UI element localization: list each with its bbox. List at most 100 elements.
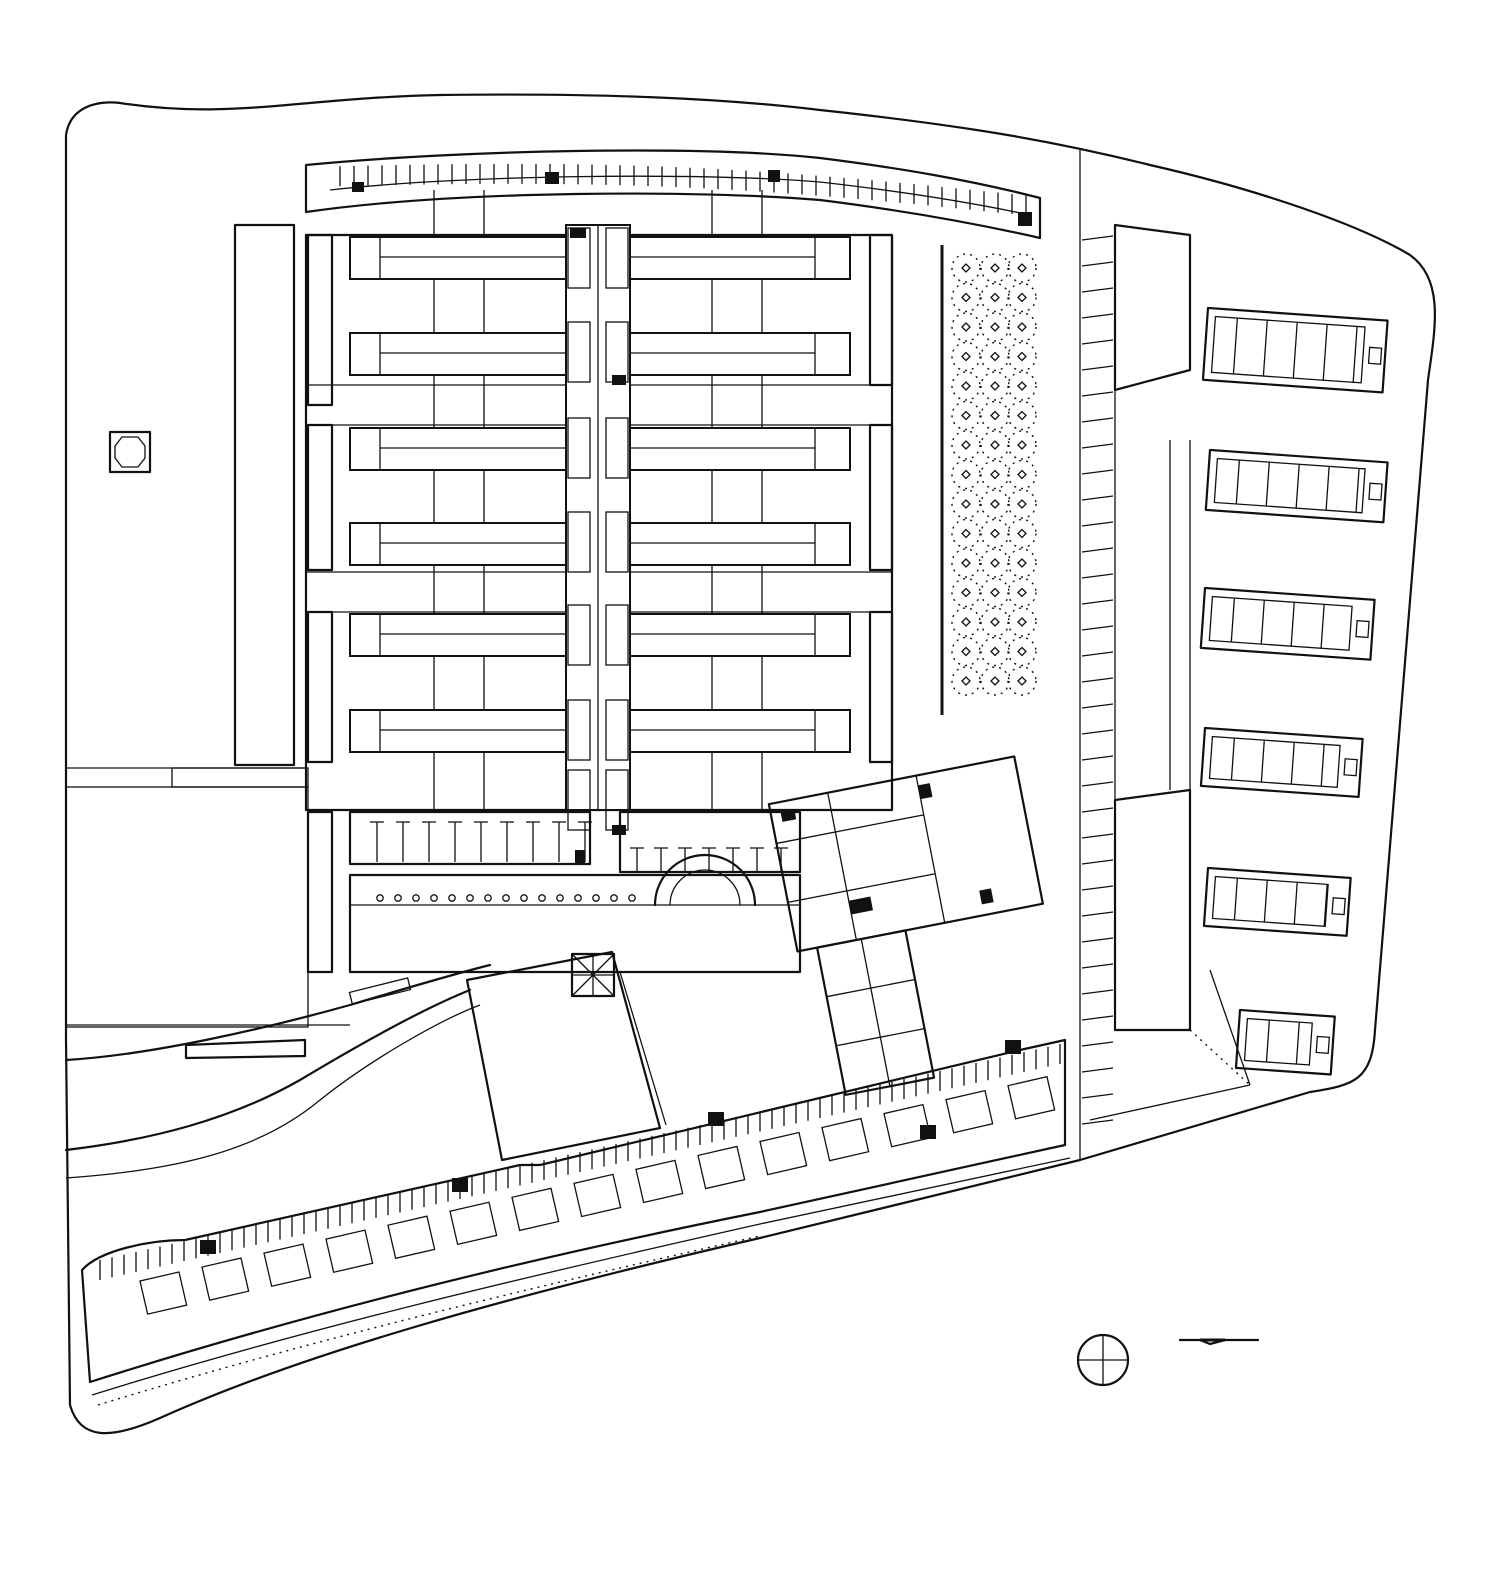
north-room-partitions (339, 163, 1027, 216)
room-partition (702, 847, 716, 872)
tree (951, 666, 981, 696)
tree (951, 341, 981, 372)
parking-stripe (1081, 599, 1114, 605)
main-wing-east (629, 427, 851, 471)
tree (1007, 459, 1037, 490)
tree (951, 607, 981, 637)
column (610, 894, 618, 902)
east-parking-stripes (1081, 235, 1114, 1125)
tree (951, 518, 981, 549)
tree (980, 341, 1010, 372)
parking-stripe (1081, 677, 1114, 683)
tree (1007, 341, 1037, 372)
east-wing (1204, 448, 1389, 524)
parking-stripe (1081, 443, 1114, 449)
column (628, 894, 636, 902)
tree (980, 312, 1010, 342)
parking-stripe (1081, 365, 1114, 371)
tree (951, 253, 981, 283)
parking-stripe (1081, 859, 1114, 865)
tree (951, 430, 981, 460)
parking-stripe (1081, 937, 1114, 943)
tree (951, 282, 981, 313)
tree (1007, 636, 1037, 667)
spine-core (567, 511, 591, 573)
room-partition (474, 821, 488, 862)
east-wing (1201, 306, 1389, 394)
column (412, 894, 420, 902)
parking-stripe (1081, 885, 1114, 891)
tilted-square-building (465, 950, 667, 1162)
tree (1007, 371, 1037, 401)
main-wing-west (349, 613, 567, 657)
column (592, 894, 600, 902)
main-wing-west (349, 332, 567, 376)
spine-core (605, 604, 629, 666)
main-wing-east (629, 522, 851, 566)
parking-stripe (1081, 391, 1114, 397)
parking-stripe (1081, 261, 1114, 267)
tree (1007, 282, 1037, 313)
spine-core (605, 699, 629, 761)
colonnade-columns (376, 894, 636, 902)
east-wing (1199, 586, 1376, 661)
room-partition (654, 847, 668, 872)
parking-stripe (1081, 573, 1114, 579)
tree (980, 371, 1010, 401)
tree (951, 636, 981, 667)
parking-stripe (1081, 339, 1114, 345)
west-connector (171, 767, 309, 788)
room-partition (750, 847, 764, 872)
tree (980, 518, 1010, 549)
apartment-unit (945, 1089, 994, 1134)
column (520, 894, 528, 902)
tree (980, 607, 1010, 637)
pavilion-octagon (114, 436, 146, 468)
tree (980, 430, 1010, 460)
column (484, 894, 492, 902)
parking-stripe (1081, 469, 1114, 475)
column (574, 894, 582, 902)
main-wing-east (629, 236, 851, 280)
tree (1007, 607, 1037, 637)
parking-stripe (1081, 963, 1114, 969)
main-wing-west (349, 236, 567, 280)
east-wing-complex (1081, 223, 1389, 1125)
parking-stripe (1081, 287, 1114, 293)
column (538, 894, 546, 902)
tree (1007, 518, 1037, 549)
tree (980, 636, 1010, 667)
east-wing (1202, 866, 1352, 937)
tree (951, 459, 981, 490)
main-courtyard-complex (304, 190, 894, 835)
parking-stripe (1081, 651, 1114, 657)
column (466, 894, 474, 902)
tree (980, 400, 1010, 431)
column (556, 894, 564, 902)
apartment-unit (449, 1201, 498, 1246)
spine-core (605, 511, 629, 573)
parking-stripe (1081, 1067, 1114, 1073)
tree (1007, 548, 1037, 578)
room-partition (726, 847, 740, 872)
apartment-unit (759, 1131, 808, 1176)
pavilion-box (108, 430, 152, 474)
rotated-central-block (767, 755, 1044, 1096)
north-arrow-icon (1076, 1333, 1130, 1387)
parking-stripe (1081, 781, 1114, 787)
apartment-unit (387, 1215, 436, 1260)
apartment-unit (697, 1145, 746, 1190)
apartment-unit (1007, 1075, 1056, 1120)
apartment-unit (325, 1229, 374, 1274)
east-wings-group (1199, 306, 1389, 1076)
spine-core (605, 417, 629, 479)
room-partition (422, 821, 436, 862)
room-partition (552, 821, 566, 862)
parking-stripe (1081, 235, 1114, 241)
apartment-unit (883, 1103, 932, 1148)
room-partition (370, 821, 384, 862)
apartment-unit (821, 1117, 870, 1162)
apartment-unit (263, 1243, 312, 1288)
north-curved-building (304, 149, 1042, 240)
parking-stripe (1081, 547, 1114, 553)
